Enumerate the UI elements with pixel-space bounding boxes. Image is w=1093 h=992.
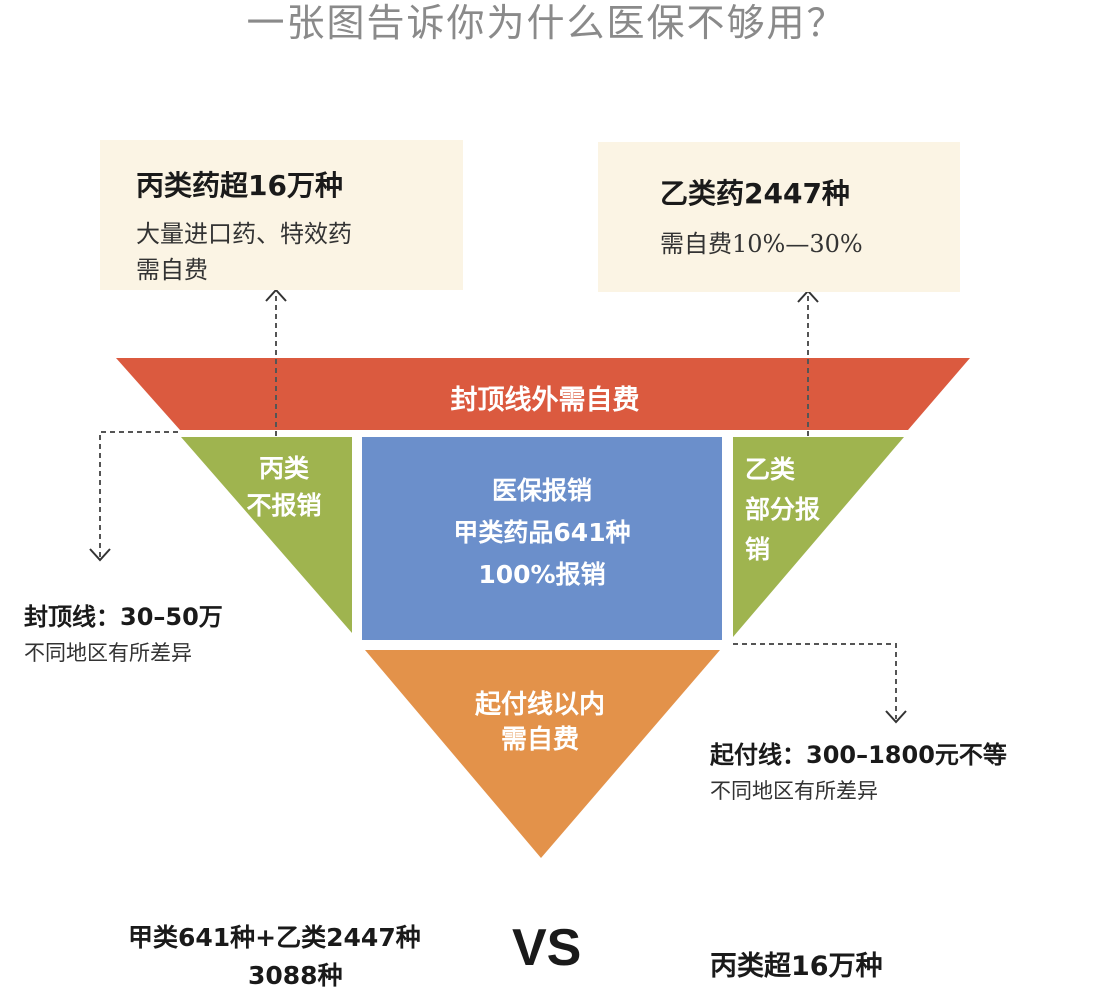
class-b-triangle-line: 乙类 bbox=[745, 455, 796, 484]
reimbursement-line: 100%报销 bbox=[478, 560, 606, 589]
class-c-box: 丙类药超16万种 大量进口药、特效药 需自费 bbox=[100, 140, 463, 290]
deductible-line: 起付线以内 bbox=[474, 690, 605, 720]
cap-note-sub: 不同地区有所差异 bbox=[24, 641, 192, 665]
reimbursement-block bbox=[362, 437, 722, 640]
cap-band-label: 封顶线外需自费 bbox=[450, 385, 640, 416]
class-b-box: 乙类药2447种 需自费10%—30% bbox=[598, 142, 960, 292]
arrow-up-icon bbox=[265, 288, 287, 302]
reimbursement-line: 甲类药品641种 bbox=[453, 518, 631, 547]
class-c-triangle-line: 不报销 bbox=[246, 491, 322, 520]
reimbursement-label: 医保报销 甲类药品641种 100%报销 bbox=[362, 470, 722, 596]
versus-label: VS bbox=[512, 919, 582, 977]
cap-connector bbox=[99, 431, 178, 557]
class-b-heading: 乙类药2447种 bbox=[660, 177, 850, 210]
class-c-desc: 大量进口药、特效药 bbox=[136, 220, 352, 248]
class-b-triangle bbox=[733, 437, 904, 637]
arrow-down-icon bbox=[885, 710, 907, 724]
class-c-triangle bbox=[181, 437, 352, 633]
cap-band bbox=[116, 358, 970, 430]
class-c-heading: 丙类药超16万种 bbox=[136, 169, 343, 202]
arrow-down-icon bbox=[89, 548, 111, 562]
class-b-triangle-line: 部分报 bbox=[745, 495, 821, 524]
deductible-connector bbox=[733, 643, 897, 719]
cap-note-heading: 封顶线：30–50万 bbox=[24, 603, 223, 631]
reimbursement-line: 医保报销 bbox=[491, 476, 592, 505]
class-c-triangle-line: 丙类 bbox=[258, 454, 309, 483]
deductible-triangle bbox=[365, 650, 720, 858]
deductible-line: 需自费 bbox=[500, 725, 579, 755]
class-b-triangle-line: 销 bbox=[745, 535, 771, 564]
class-b-payment: 需自费10%—30% bbox=[660, 230, 863, 258]
covered-drugs-sum: 3088种 bbox=[248, 961, 343, 990]
deductible-note-heading: 起付线：300–1800元不等 bbox=[710, 741, 1007, 769]
class-b-triangle-label: 乙类 部分报 销 bbox=[745, 450, 845, 570]
page-title: 一张图告诉你为什么医保不够用？ bbox=[246, 1, 847, 45]
covered-drugs-total: 甲类641种+乙类2447种 bbox=[128, 923, 421, 952]
deductible-note-sub: 不同地区有所差异 bbox=[710, 779, 878, 803]
funnel-diagram bbox=[89, 288, 970, 858]
deductible-triangle-label: 起付线以内 需自费 bbox=[400, 688, 680, 758]
uncovered-drugs-total: 丙类超16万种 bbox=[710, 951, 883, 982]
class-c-triangle-label: 丙类 不报销 bbox=[236, 450, 332, 524]
class-c-payment: 需自费 bbox=[136, 256, 208, 284]
